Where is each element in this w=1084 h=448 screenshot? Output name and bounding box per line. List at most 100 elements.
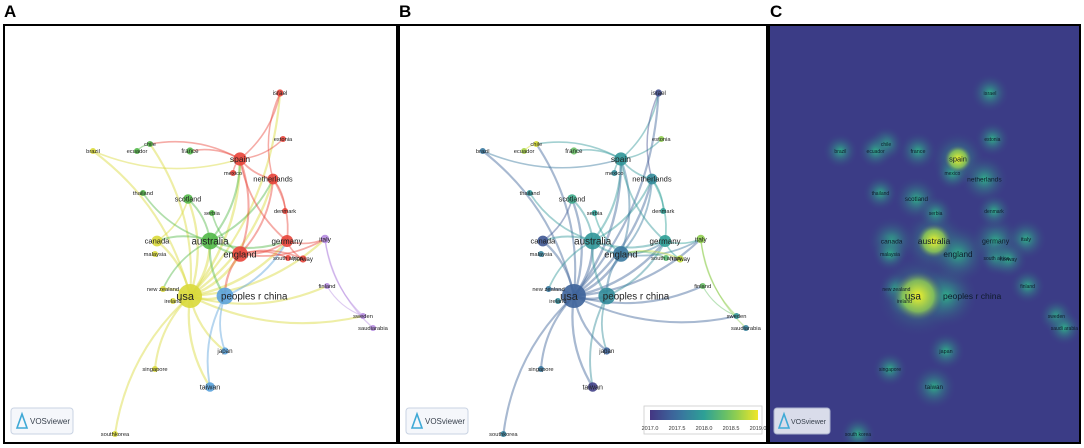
node-singapore[interactable] (538, 366, 544, 372)
link-finland-sweden (326, 285, 364, 317)
label-chile: chile (530, 142, 542, 148)
node-spain[interactable] (614, 152, 628, 166)
node-finland[interactable] (324, 283, 330, 289)
node-taiwan[interactable] (205, 382, 215, 392)
node-germany[interactable] (281, 235, 293, 247)
node-sweden[interactable] (733, 313, 740, 319)
node-canada[interactable] (151, 235, 163, 247)
label-finland: finland (694, 284, 711, 290)
label-germany: germany (271, 237, 302, 246)
label-mexico: mexico (224, 171, 242, 177)
heat-label-denmark: denmark (984, 209, 1004, 215)
label-south-korea: southkorea (101, 432, 130, 438)
node-netherlands[interactable] (267, 173, 279, 185)
node-scotland[interactable] (567, 194, 577, 204)
node-brazil[interactable] (479, 148, 486, 154)
node-scotland[interactable] (183, 194, 193, 204)
colorbar-tick-4: 2019.0 (750, 426, 766, 432)
link-usa-spain (189, 158, 242, 297)
node-norway[interactable] (676, 255, 684, 263)
node-denmark[interactable] (282, 208, 288, 214)
node-south-africa[interactable] (285, 255, 291, 261)
node-estonia[interactable] (280, 136, 286, 142)
label-denmark: denmark (274, 209, 296, 215)
node-saudi-arabia[interactable] (742, 325, 749, 331)
label-norway: norway (670, 256, 691, 263)
vosviewer-logo-text: VOSviewer (30, 417, 70, 426)
node-israel[interactable] (654, 89, 663, 97)
link-thailand-australia (142, 192, 211, 242)
node-south-africa[interactable] (663, 255, 670, 261)
node-ecuador[interactable] (521, 148, 528, 154)
node-sweden[interactable] (360, 313, 366, 319)
node-chile[interactable] (533, 141, 540, 147)
node-ireland[interactable] (170, 298, 176, 304)
density-singapore (872, 351, 908, 387)
label-israel: israel (651, 90, 666, 97)
node-brazil[interactable] (90, 148, 96, 154)
node-france[interactable] (186, 147, 194, 155)
node-usa[interactable] (561, 284, 586, 308)
link-usa-sweden (573, 295, 737, 324)
node-malaysia[interactable] (152, 251, 158, 257)
node-netherlands[interactable] (646, 173, 658, 185)
node-australia[interactable] (584, 232, 602, 250)
node-mexico[interactable] (611, 170, 618, 176)
node-japan[interactable] (221, 347, 229, 355)
vosviewer-logo-icon (15, 411, 29, 429)
node-peoples-r-china[interactable] (216, 287, 234, 305)
node-england[interactable] (232, 246, 248, 262)
node-malaysia[interactable] (538, 251, 544, 257)
node-chile[interactable] (147, 141, 153, 147)
node-italy[interactable] (696, 234, 705, 244)
node-new-zealand[interactable] (160, 286, 166, 292)
node-france[interactable] (570, 147, 578, 155)
node-israel[interactable] (276, 89, 284, 97)
heat-label-thailand: thailand (872, 191, 890, 197)
link-usa-italy (573, 238, 702, 298)
link-australia-spain (209, 158, 242, 242)
node-saudi-arabia[interactable] (370, 325, 376, 331)
node-italy[interactable] (320, 234, 330, 244)
heat-label-mexico: mexico (944, 171, 960, 177)
link-england-netherlands (239, 178, 274, 255)
node-estonia[interactable] (658, 136, 665, 142)
node-thailand[interactable] (140, 190, 146, 196)
link-spain-israel (239, 92, 281, 160)
node-spain[interactable] (233, 152, 247, 166)
node-layer (90, 89, 376, 437)
node-ireland[interactable] (554, 298, 561, 304)
node-denmark[interactable] (660, 208, 667, 214)
node-south-korea[interactable] (500, 431, 507, 437)
node-norway[interactable] (299, 255, 307, 263)
node-serbia[interactable] (209, 210, 215, 216)
node-usa[interactable] (178, 284, 202, 308)
node-singapore[interactable] (152, 366, 158, 372)
node-germany[interactable] (659, 235, 672, 247)
label-norway: norway (293, 256, 314, 263)
node-taiwan[interactable] (587, 382, 598, 392)
node-serbia[interactable] (591, 210, 598, 216)
heat-label-peoples-r-china: peoples r china (943, 291, 1002, 301)
node-ecuador[interactable] (134, 148, 140, 154)
label-brazil: brazil (476, 149, 490, 155)
node-mexico[interactable] (230, 170, 236, 176)
node-england[interactable] (613, 246, 629, 262)
node-peoples-r-china[interactable] (598, 287, 616, 305)
colorbar-tick-0: 2017.0 (642, 426, 659, 432)
node-japan[interactable] (603, 347, 611, 355)
node-australia[interactable] (201, 232, 219, 250)
node-canada[interactable] (537, 235, 549, 247)
node-new-zealand[interactable] (545, 286, 552, 292)
label-ireland: ireland (549, 299, 566, 305)
node-thailand[interactable] (526, 190, 533, 196)
node-south-korea[interactable] (112, 431, 118, 437)
heat-label-new-zealand: new zealand (882, 287, 910, 293)
node-finland[interactable] (699, 283, 706, 289)
heat-label-malaysia: malaysia (880, 252, 900, 258)
link-england-netherlands (620, 178, 653, 255)
node-layer (479, 89, 749, 437)
